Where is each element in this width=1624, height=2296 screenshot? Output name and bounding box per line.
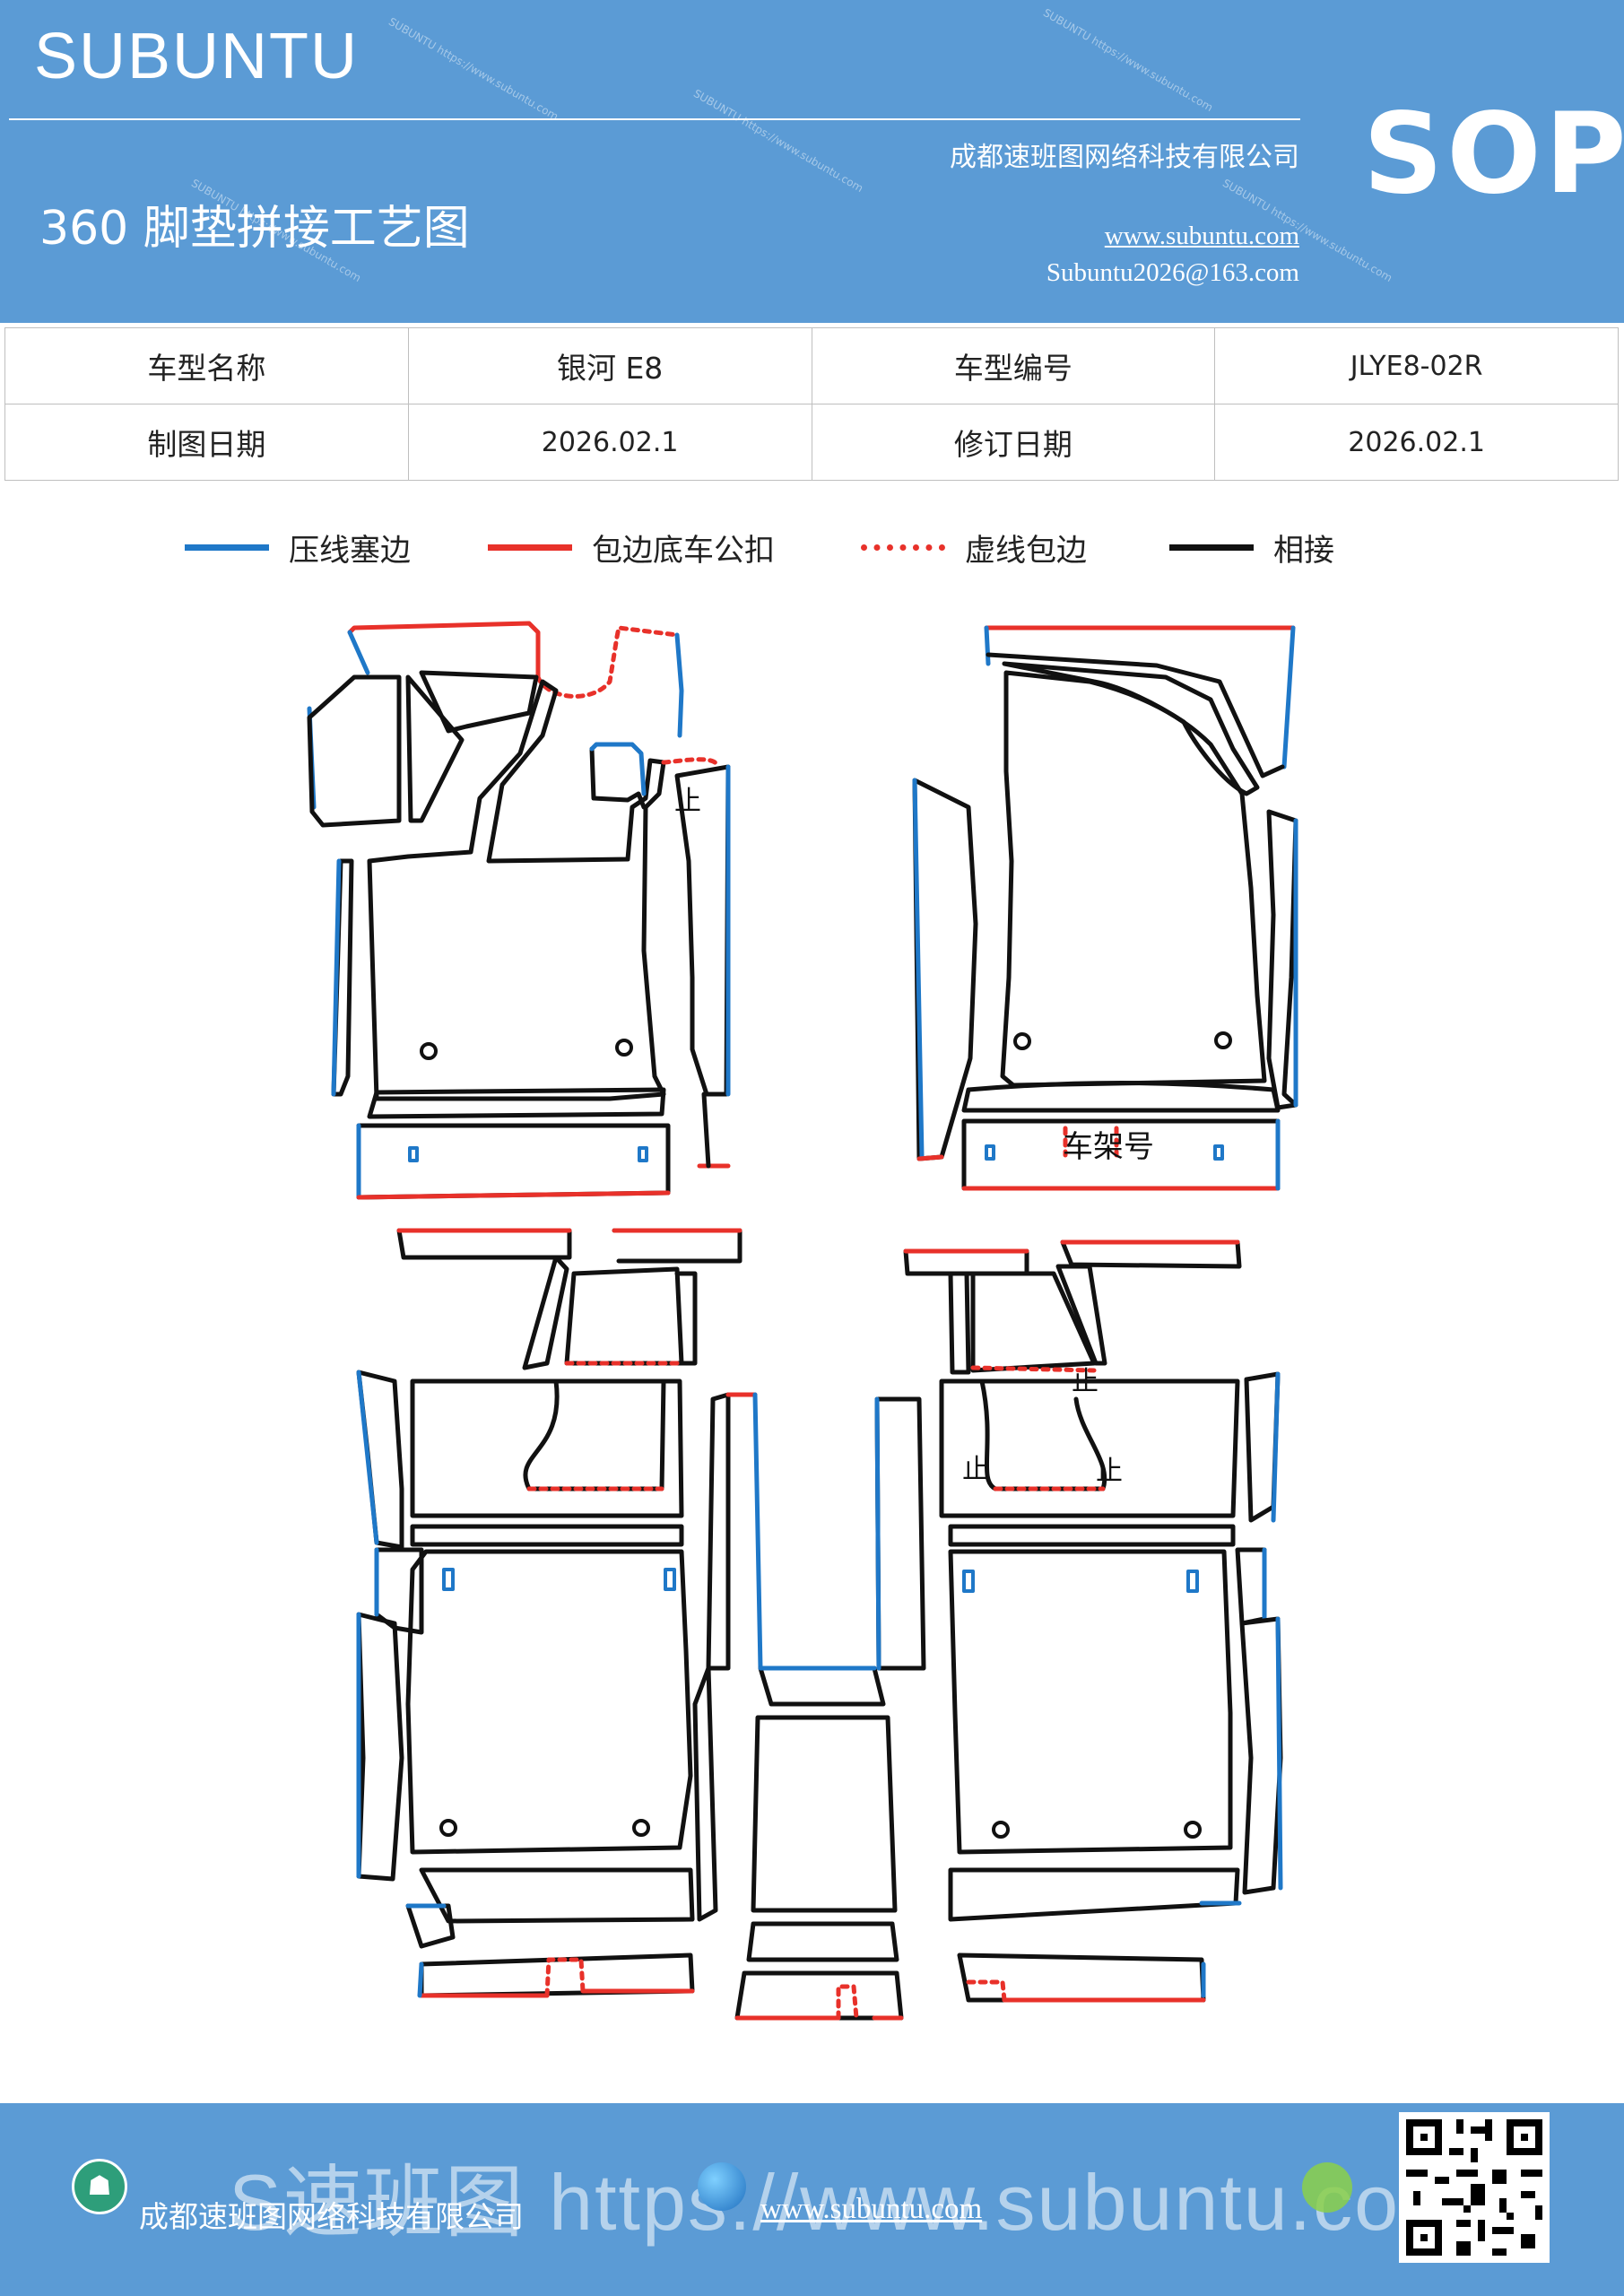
front-left-mat: 止 — [307, 621, 731, 1200]
footer-watermark: S速班图 https://www.subuntu.com — [229, 2158, 1468, 2247]
table-cell: 银河 E8 — [407, 327, 812, 404]
legend-label: 包边底车公扣 — [592, 532, 775, 569]
page-title: 360 脚垫拼接工艺图 — [39, 202, 470, 256]
company-name: 成都速班图网络科技有限公司 — [950, 142, 1299, 173]
vehicle-info-table: 车型名称 银河 E8 车型编号 JLYE8-02R 制图日期 2026.02.1… — [4, 327, 1619, 481]
header-divider — [9, 118, 1300, 120]
legend-label: 压线塞边 — [289, 532, 411, 569]
table-cell: 车型名称 — [4, 327, 409, 404]
stop-label: 止 — [674, 786, 701, 817]
stop-label: 止 — [962, 1454, 989, 1485]
table-row: 制图日期 2026.02.1 修订日期 2026.02.1 — [4, 404, 1619, 481]
rear-center-mat — [734, 1665, 904, 2021]
email-address[interactable]: Subuntu2026@163.com — [1046, 258, 1299, 287]
legend-swatch — [185, 544, 269, 551]
rear-left-mat — [356, 1228, 763, 1998]
table-cell: 2026.02.1 — [1214, 404, 1619, 481]
table-row: 车型名称 银河 E8 车型编号 JLYE8-02R — [4, 327, 1619, 404]
table-cell: 2026.02.1 — [407, 404, 812, 481]
sop-badge: SOP — [1363, 90, 1624, 219]
legend-item-dotted-wrap: 虚线包边 — [861, 525, 1087, 570]
legend-label: 虚线包边 — [965, 532, 1087, 569]
stop-label: 止 — [1096, 1456, 1123, 1487]
legend: 压线塞边 包边底车公扣 虚线包边 相接 — [0, 525, 1624, 570]
floor-mat-diagram: 止 车架号 — [307, 621, 1298, 2021]
stop-label: 止 — [1072, 1366, 1099, 1397]
legend-item-press-line: 压线塞边 — [185, 525, 411, 570]
website-link[interactable]: www.subuntu.com — [1104, 222, 1299, 250]
legend-swatch — [1169, 544, 1254, 551]
table-cell: JLYE8-02R — [1214, 327, 1619, 404]
watermark-text: SUBUNTU https://www.subuntu.com — [690, 86, 865, 196]
brand-logo-text: SUBUNTU — [34, 21, 360, 92]
share-icon — [1302, 2162, 1352, 2213]
legend-item-joint: 相接 — [1169, 525, 1334, 570]
front-right-mat: 车架号 — [912, 625, 1298, 1191]
header-banner: SUBUNTU https://www.subuntu.com SUBUNTU … — [0, 0, 1624, 323]
building-icon: ☗ — [72, 2159, 127, 2214]
table-cell: 制图日期 — [4, 404, 409, 481]
footer-website-link[interactable]: www.subuntu.com — [760, 2193, 983, 2225]
watermark-text: SUBUNTU https://www.subuntu.com — [1040, 5, 1215, 115]
globe-icon — [698, 2162, 746, 2211]
footer-banner: ☗ S速班图 https://www.subuntu.com 成都速班图网络科技… — [0, 2103, 1624, 2296]
watermark-text: SUBUNTU https://www.subuntu.com — [386, 14, 560, 124]
frame-number-label: 车架号 — [1063, 1129, 1154, 1165]
table-cell: 修订日期 — [811, 404, 1216, 481]
legend-swatch — [488, 544, 572, 551]
table-cell: 车型编号 — [811, 327, 1216, 404]
footer-company-name: 成都速班图网络科技有限公司 — [139, 2199, 524, 2234]
qr-code — [1399, 2112, 1550, 2263]
rear-right-mat: 止 止 止 — [874, 1239, 1283, 2003]
legend-label: 相接 — [1273, 532, 1334, 569]
legend-item-wrap-edge: 包边底车公扣 — [488, 525, 775, 570]
legend-swatch — [861, 544, 945, 551]
